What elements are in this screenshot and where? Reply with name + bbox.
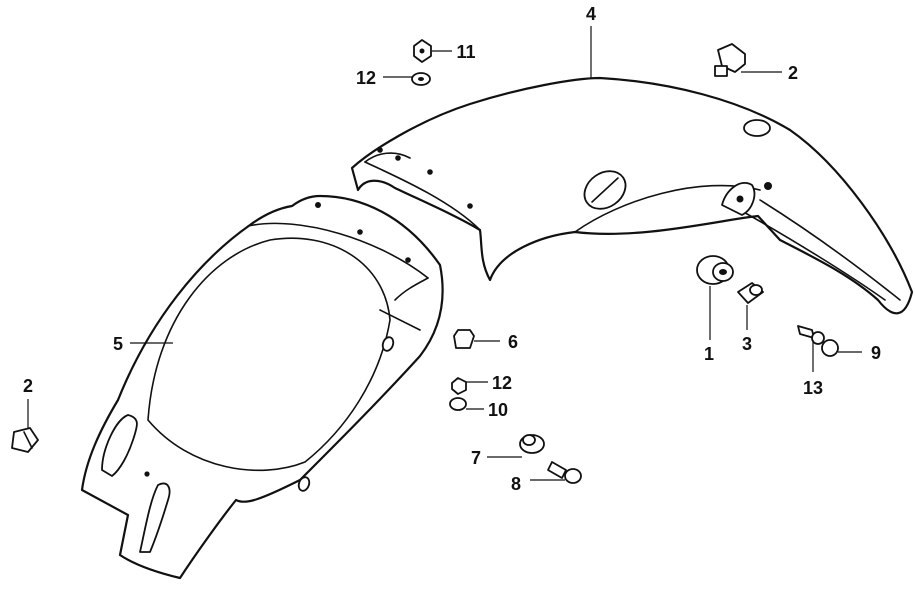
fender-rear-part bbox=[80, 194, 444, 580]
clip-left-part bbox=[11, 427, 39, 453]
washer-a-part bbox=[519, 434, 545, 454]
callout-nut-mid: 12 bbox=[492, 373, 512, 393]
callout-fender-rear: 5 bbox=[113, 334, 123, 354]
washer-upper-part bbox=[411, 72, 431, 86]
bolt-a-part bbox=[547, 461, 582, 484]
callout-cushion: 6 bbox=[508, 332, 518, 352]
nut-mid-part bbox=[451, 377, 467, 395]
callout-clip-upper: 2 bbox=[788, 63, 798, 83]
clip-upper-part bbox=[714, 43, 746, 77]
collar-part bbox=[737, 282, 764, 304]
callout-bolt-c: 13 bbox=[803, 378, 823, 398]
fender-front-part bbox=[350, 76, 914, 315]
nut-upper-part bbox=[413, 39, 432, 63]
bolt-c-part bbox=[797, 325, 825, 345]
leader-lines bbox=[27, 26, 862, 481]
callout-bolt-a: 8 bbox=[511, 474, 521, 494]
callout-washer-upper: 12 bbox=[356, 68, 376, 88]
callout-washer-mid: 10 bbox=[488, 400, 508, 420]
cushion-part bbox=[453, 329, 475, 349]
callout-collar: 3 bbox=[742, 334, 752, 354]
callout-bolt-b: 9 bbox=[871, 343, 881, 363]
callout-washer-a: 7 bbox=[471, 448, 481, 468]
bolt-b-part bbox=[821, 339, 839, 357]
callout-fender-front: 4 bbox=[586, 4, 596, 24]
callout-clip-left: 2 bbox=[23, 376, 33, 396]
callout-nut-upper: 11 bbox=[456, 42, 475, 62]
callout-grommet: 1 bbox=[704, 344, 714, 364]
grommet-part bbox=[696, 255, 734, 285]
washer-mid-part bbox=[449, 397, 467, 411]
